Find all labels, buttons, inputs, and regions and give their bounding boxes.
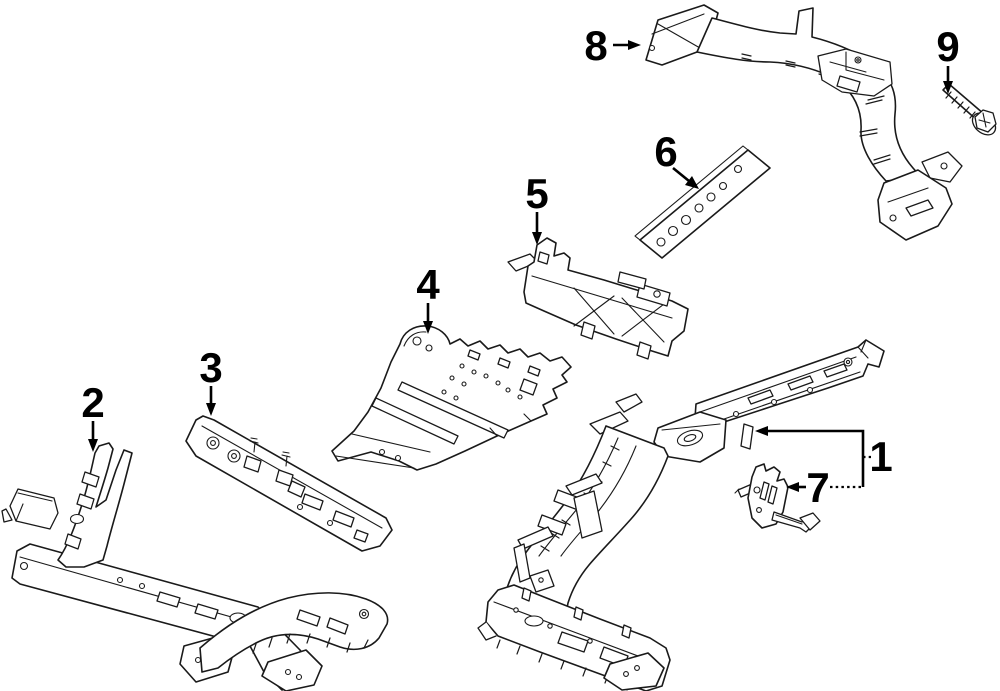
part-bolt bbox=[942, 83, 997, 136]
part-crossmember-plate bbox=[185, 415, 393, 552]
part-sill-strip bbox=[634, 145, 771, 259]
part-left-rail-assembly bbox=[1, 442, 389, 691]
callout-1: 1 bbox=[755, 426, 893, 489]
part-mounting-bracket bbox=[734, 463, 821, 533]
callout-4: 4 bbox=[416, 261, 440, 334]
part-main-rail-assembly bbox=[477, 339, 885, 691]
callout-9: 9 bbox=[936, 23, 960, 94]
callout-4-number: 4 bbox=[416, 261, 440, 308]
part-rear-crossmember bbox=[645, 4, 963, 241]
callout-2: 2 bbox=[81, 379, 105, 452]
callout-8-number: 8 bbox=[584, 22, 607, 69]
callout-9-number: 9 bbox=[936, 23, 959, 70]
part-floor-extension bbox=[331, 325, 572, 471]
callout-5-number: 5 bbox=[525, 170, 548, 217]
callout-7: 7 bbox=[786, 464, 830, 511]
callout-3-number: 3 bbox=[199, 344, 222, 391]
callout-5: 5 bbox=[525, 170, 549, 245]
callout-7-number: 7 bbox=[806, 464, 829, 511]
callout-1-number: 1 bbox=[869, 433, 892, 480]
callout-8: 8 bbox=[584, 22, 641, 69]
callout-6: 6 bbox=[654, 128, 699, 189]
callout-2-number: 2 bbox=[81, 379, 104, 426]
callouts: 2 3 4 5 6 8 9 bbox=[81, 22, 959, 511]
part-rail-reinforcement bbox=[507, 237, 689, 360]
callout-3: 3 bbox=[199, 344, 223, 416]
callout-6-number: 6 bbox=[654, 128, 677, 175]
